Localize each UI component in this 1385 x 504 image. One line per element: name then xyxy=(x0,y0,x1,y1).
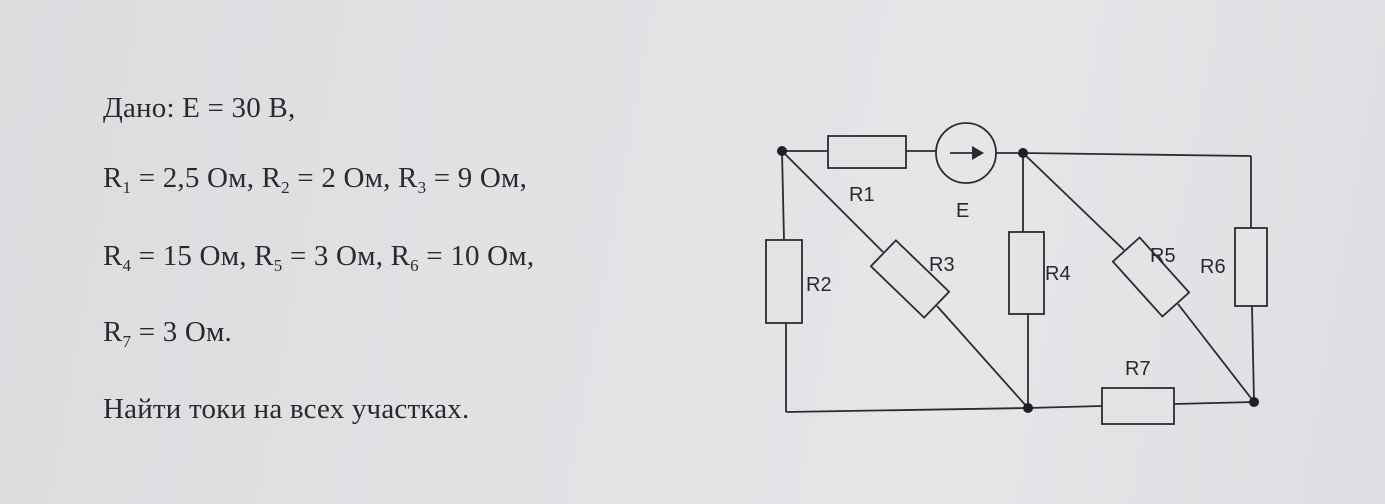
wire-r5-upper xyxy=(1022,152,1125,251)
label-r2: R2 xyxy=(806,274,832,296)
resistor-r7 xyxy=(1101,387,1175,425)
task-statement: Найти токи на всех участках. xyxy=(103,393,470,425)
label-r1: R1 xyxy=(849,184,875,206)
wire-bottom-r7-right xyxy=(1173,401,1255,405)
node-top-middle xyxy=(1018,148,1028,158)
given-emf: Дано: Е = 30 В, xyxy=(103,92,296,124)
circuit-wires xyxy=(781,150,1255,413)
subscript-index: 1 xyxy=(122,178,132,197)
emf-source xyxy=(935,122,997,184)
wire-left-top xyxy=(781,150,785,241)
label-e: E xyxy=(956,200,969,222)
wire-bottom-r7-left xyxy=(1027,405,1103,409)
wire-bottom-left xyxy=(785,407,1029,413)
wire-r3-upper xyxy=(781,150,884,253)
subscript-index: 5 xyxy=(273,256,283,275)
node-bottom-middle xyxy=(1023,403,1033,413)
given-r4-r6: R4 = 15 Ом, R5 = 3 Ом, R6 = 10 Ом, xyxy=(103,240,535,275)
resistor-r6 xyxy=(1234,227,1268,307)
label-r5: R5 xyxy=(1150,245,1176,267)
wire-r3-lower xyxy=(936,305,1029,409)
resistor-r3 xyxy=(869,239,951,319)
wire-top-right xyxy=(1022,152,1252,157)
given-r7: R7 = 3 Ом. xyxy=(103,316,232,351)
label-r7: R7 xyxy=(1125,358,1151,380)
resistor-r2 xyxy=(765,239,803,324)
label-r4: R4 xyxy=(1045,263,1071,285)
label-r3: R3 xyxy=(929,254,955,276)
node-bottom-right xyxy=(1249,397,1259,407)
resistor-r1 xyxy=(827,135,907,169)
wire-r5-lower xyxy=(1177,303,1255,403)
subscript-index: 6 xyxy=(410,256,419,275)
label-r6: R6 xyxy=(1200,256,1226,278)
node-top-left xyxy=(777,146,787,156)
arrow-right-icon xyxy=(950,146,984,160)
subscript-index: 4 xyxy=(122,256,132,275)
resistor-r5 xyxy=(1111,236,1191,318)
resistor-r4 xyxy=(1008,231,1045,315)
subscript-index: 3 xyxy=(417,178,427,197)
subscript-index: 2 xyxy=(281,178,290,197)
given-conditions: Дано: Е = 30 В, R1 = 2,5 Ом, R2 = 2 Ом, … xyxy=(103,0,723,504)
given-r1-r3: R1 = 2,5 Ом, R2 = 2 Ом, R3 = 9 Ом, xyxy=(103,162,528,197)
subscript-index: 7 xyxy=(122,332,132,351)
wire-r6-lower xyxy=(1251,305,1255,403)
